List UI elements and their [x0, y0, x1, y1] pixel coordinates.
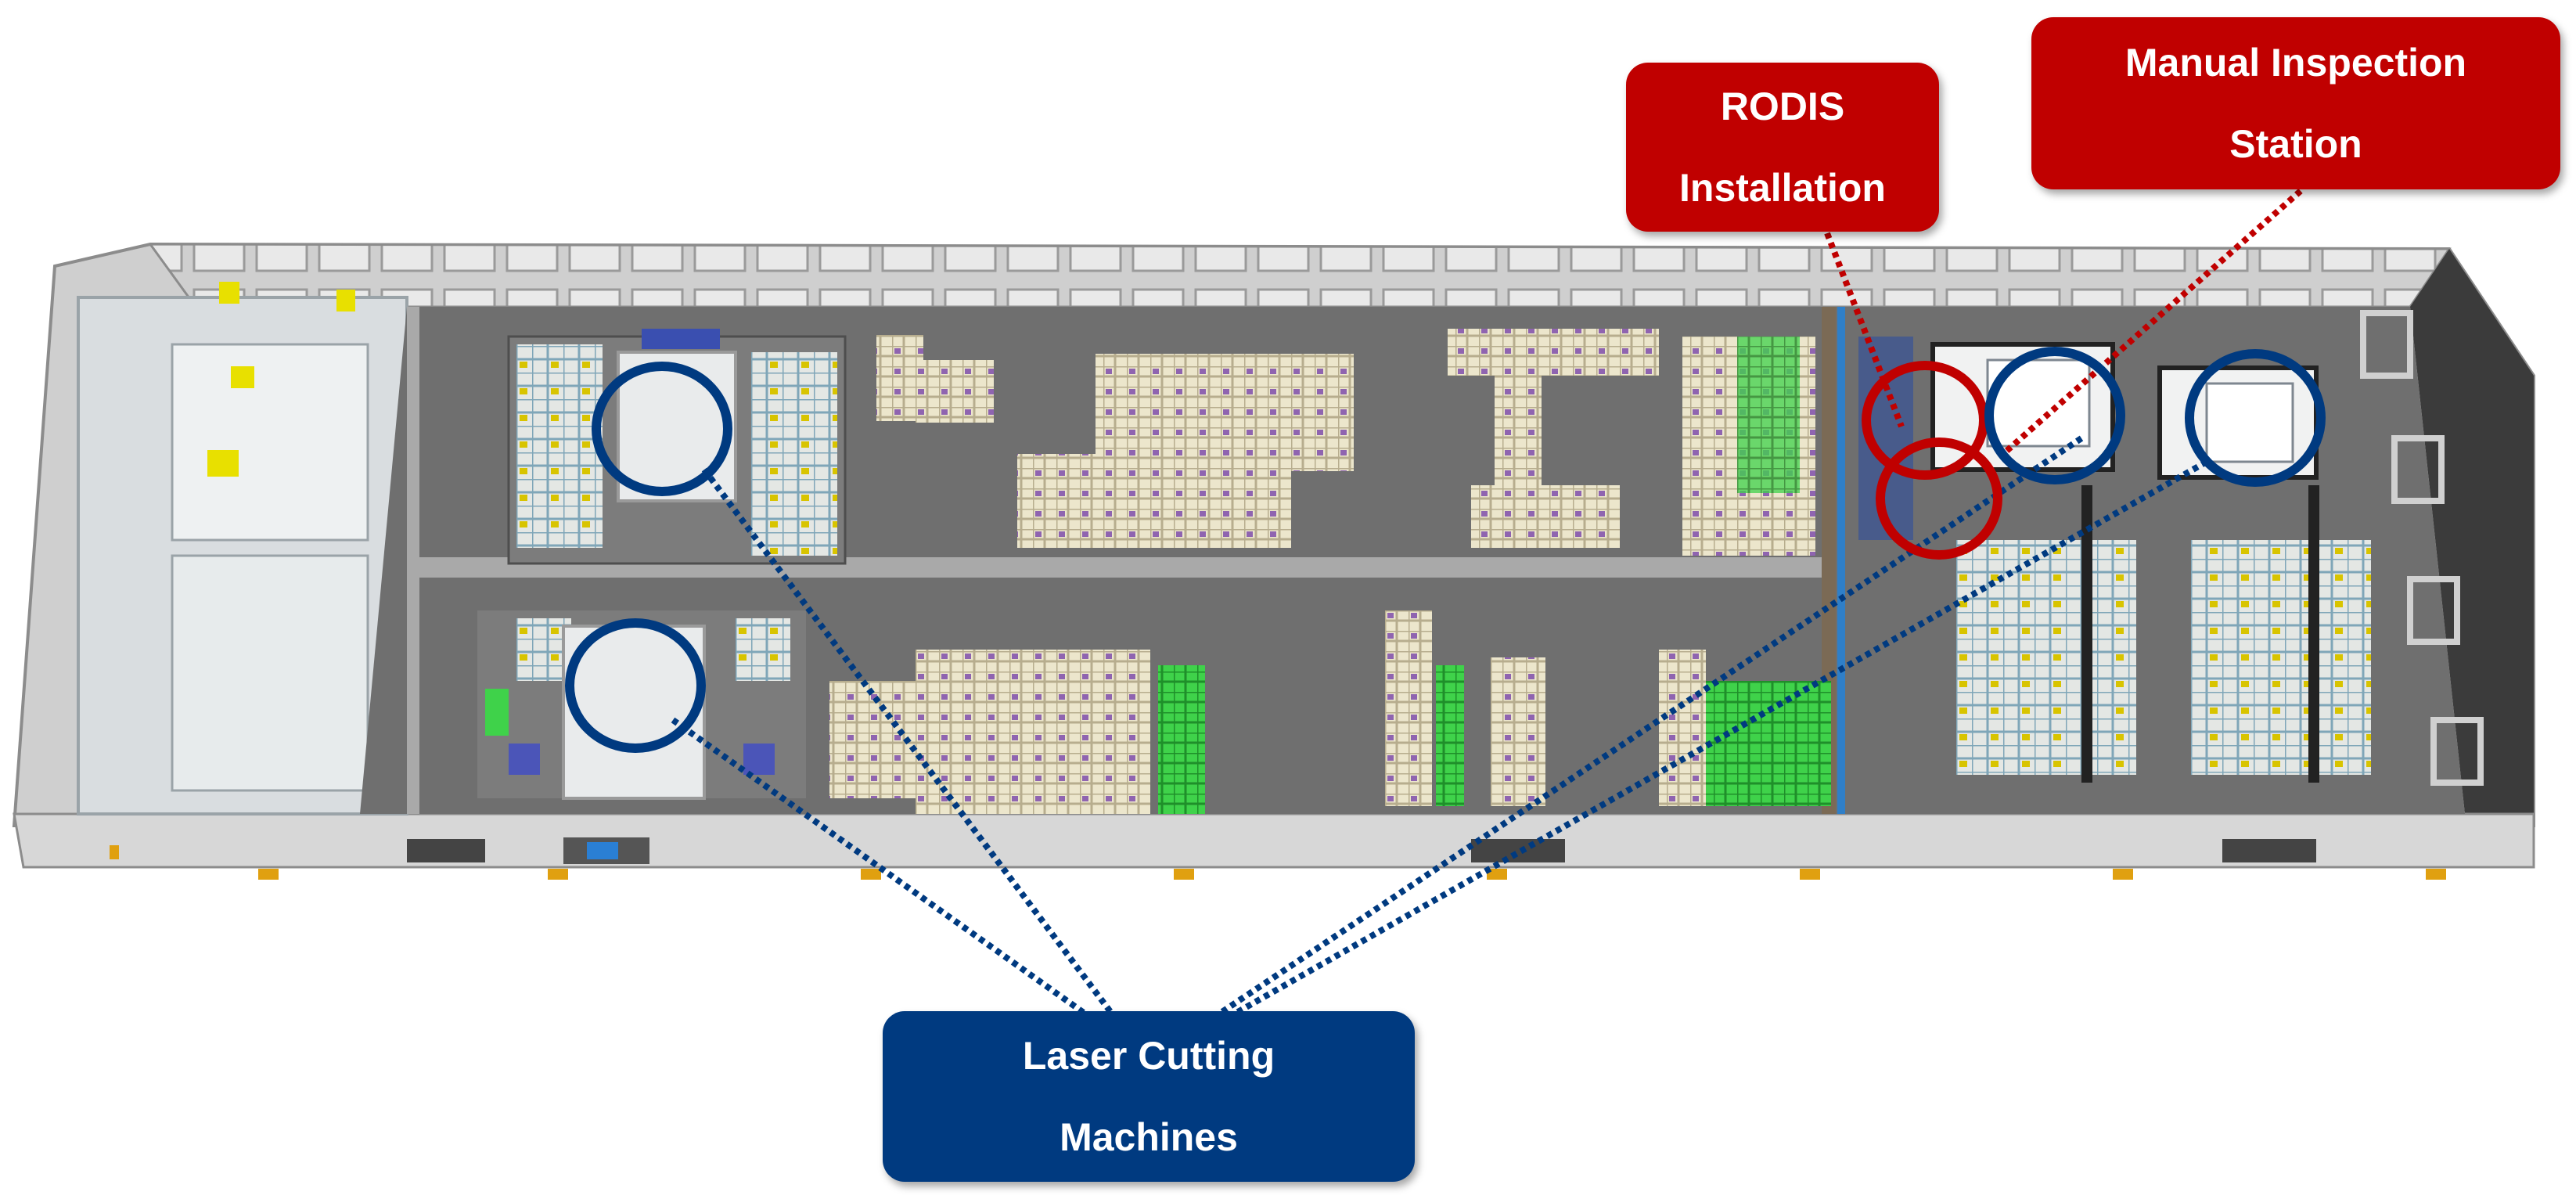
- laser-machine-body: [617, 351, 737, 502]
- leader-laser-4: [1235, 459, 2208, 1016]
- front-wall: [13, 812, 2535, 869]
- right-end-wall: [2410, 249, 2534, 826]
- laser-callout-line2: Machines: [1060, 1115, 1238, 1159]
- leader-laser-2: [671, 717, 1086, 1016]
- laser-callout-line1: Laser Cutting: [1022, 1034, 1275, 1078]
- manual-callout-line2: Station: [2229, 122, 2362, 166]
- laser-circle-4: [2185, 349, 2326, 487]
- back-wall: [148, 243, 2452, 308]
- leader-rodis: [1824, 232, 1905, 428]
- highlight-circles: [565, 347, 2326, 753]
- leader-laser-1: [701, 467, 1114, 1015]
- end-wall-windows: [2360, 310, 2484, 786]
- office-glass-lower: [171, 554, 369, 792]
- rodis-circle-2: [1876, 437, 2002, 560]
- laser-cutting-callout: Laser Cutting Machines: [883, 1011, 1415, 1182]
- rodis-callout-line2: Installation: [1679, 166, 1886, 210]
- leader-manual-inspection: [2001, 189, 2303, 456]
- laser-circle-2: [565, 618, 706, 753]
- laser-circle-3: [1984, 347, 2125, 484]
- aisle-left: [407, 307, 419, 814]
- manual-inspection-callout: Manual Inspection Station: [2031, 17, 2560, 189]
- rodis-callout-line1: RODIS: [1720, 85, 1845, 128]
- rodis-circle-1: [1862, 361, 1988, 480]
- laser-machine-body-2: [562, 625, 706, 800]
- rodis-installation-callout: RODIS Installation: [1626, 63, 1939, 232]
- zone-bottom-left: [477, 610, 806, 800]
- front-wall-panels: [110, 837, 2446, 880]
- laser-circle-1: [592, 362, 732, 496]
- leader-lines: [671, 189, 2303, 1016]
- manual-callout-line1: Manual Inspection: [2124, 41, 2467, 85]
- zone-top-left: [507, 329, 847, 565]
- office-glass-upper: [171, 343, 369, 542]
- storage-racks: [829, 329, 1831, 814]
